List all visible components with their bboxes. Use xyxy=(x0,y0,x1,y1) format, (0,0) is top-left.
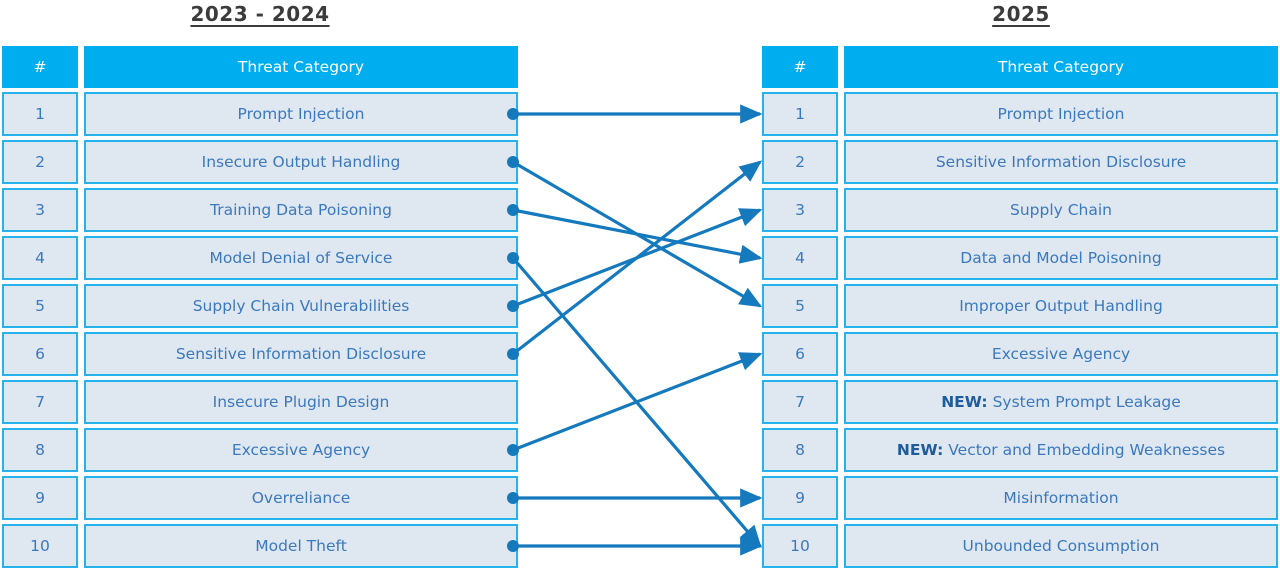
row-category-cell: Model Theft xyxy=(84,524,518,568)
header-number-cell: # xyxy=(762,46,838,88)
right-column-title: 2025 xyxy=(992,2,1050,26)
row-number-cell: 3 xyxy=(2,188,78,232)
row-number-cell: 2 xyxy=(762,140,838,184)
row-category-cell: Sensitive Information Disclosure xyxy=(844,140,1278,184)
row-number-cell: 4 xyxy=(762,236,838,280)
row-category-cell: Overreliance xyxy=(84,476,518,520)
row-number-cell: 6 xyxy=(762,332,838,376)
row-category-label: System Prompt Leakage xyxy=(992,393,1181,411)
row-number-cell: 8 xyxy=(762,428,838,472)
header-category-cell: Threat Category xyxy=(844,46,1278,88)
row-number-cell: 5 xyxy=(762,284,838,328)
row-category-cell: Sensitive Information Disclosure xyxy=(84,332,518,376)
new-badge: NEW: xyxy=(896,441,944,459)
row-number-cell: 9 xyxy=(2,476,78,520)
row-category-cell: NEW:System Prompt Leakage xyxy=(844,380,1278,424)
row-number-cell: 2 xyxy=(2,140,78,184)
row-category-cell: Insecure Plugin Design xyxy=(84,380,518,424)
row-number-cell: 10 xyxy=(762,524,838,568)
row-number-cell: 8 xyxy=(2,428,78,472)
row-category-cell: Supply Chain xyxy=(844,188,1278,232)
row-number-cell: 7 xyxy=(762,380,838,424)
connector-line xyxy=(511,256,762,548)
row-category-cell: Unbounded Consumption xyxy=(844,524,1278,568)
row-category-cell: Misinformation xyxy=(844,476,1278,520)
row-category-cell: NEW:Vector and Embedding Weaknesses xyxy=(844,428,1278,472)
table-header-row: # Threat Category xyxy=(2,46,518,88)
row-number-cell: 5 xyxy=(2,284,78,328)
connector-line xyxy=(512,208,763,264)
table-header-row: # Threat Category xyxy=(762,46,1278,88)
row-category-cell: Prompt Injection xyxy=(844,92,1278,136)
row-number-cell: 3 xyxy=(762,188,838,232)
row-category-label: Vector and Embedding Weaknesses xyxy=(948,441,1226,459)
row-number-cell: 7 xyxy=(2,380,78,424)
row-number-cell: 4 xyxy=(2,236,78,280)
row-number-cell: 10 xyxy=(2,524,78,568)
connector-line xyxy=(512,160,763,356)
row-number-cell: 1 xyxy=(762,92,838,136)
row-category-cell: Data and Model Poisoning xyxy=(844,236,1278,280)
row-number-cell: 1 xyxy=(2,92,78,136)
header-number-cell: # xyxy=(2,46,78,88)
row-category-cell: Prompt Injection xyxy=(84,92,518,136)
row-category-cell: Excessive Agency xyxy=(84,428,518,472)
row-category-cell: Training Data Poisoning xyxy=(84,188,518,232)
row-category-cell: Excessive Agency xyxy=(844,332,1278,376)
left-column-title: 2023 - 2024 xyxy=(190,2,330,26)
row-number-cell: 6 xyxy=(2,332,78,376)
row-number-cell: 9 xyxy=(762,476,838,520)
header-category-cell: Threat Category xyxy=(84,46,518,88)
new-badge: NEW: xyxy=(941,393,988,411)
row-category-cell: Supply Chain Vulnerabilities xyxy=(84,284,518,328)
connector-line xyxy=(512,208,763,308)
row-category-cell: Model Denial of Service xyxy=(84,236,518,280)
connector-line xyxy=(512,160,763,308)
row-category-cell: Improper Output Handling xyxy=(844,284,1278,328)
connector-line xyxy=(512,352,763,452)
row-category-cell: Insecure Output Handling xyxy=(84,140,518,184)
